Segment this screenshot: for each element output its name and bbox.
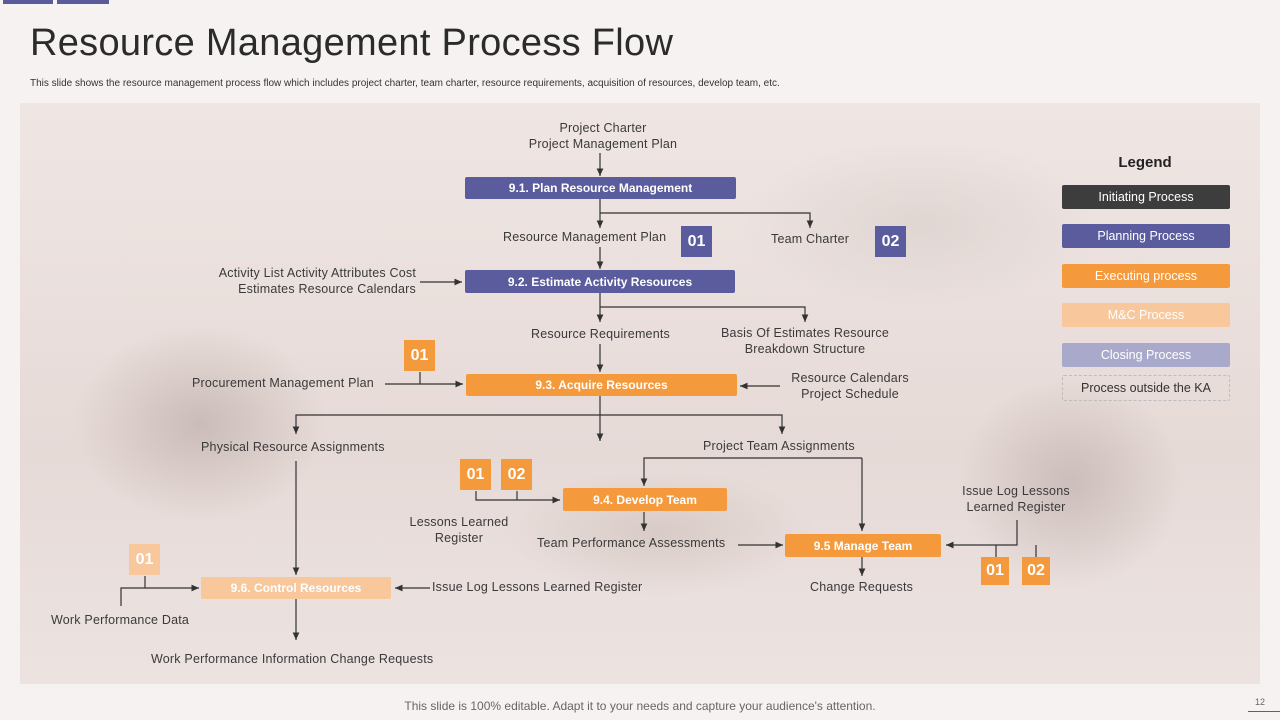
badge-control-01: 01: [129, 544, 160, 575]
output-resource-management-plan: Resource Management Plan: [503, 230, 667, 244]
connector: [640, 457, 862, 486]
badge-acquire-01: 01: [404, 340, 435, 371]
badge-develop-01: 01: [460, 459, 491, 490]
label-line: Learned Register: [966, 500, 1066, 514]
label-line: Lessons Learned: [409, 515, 509, 529]
legend-title: Legend: [1118, 154, 1172, 171]
input-procurement-management-plan: Procurement Management Plan: [192, 376, 374, 390]
connector: [600, 212, 814, 228]
legend-executing-process: Executing process: [1062, 264, 1230, 288]
badge-plan-02: 02: [875, 226, 906, 257]
output-team-performance-assessments: Team Performance Assessments: [537, 536, 726, 550]
badge-develop-02: 02: [501, 459, 532, 490]
process-manage-team[interactable]: 9.5 Manage Team: [785, 534, 941, 557]
process-control-resources[interactable]: 9.6. Control Resources: [201, 577, 391, 599]
label-line: Breakdown Structure: [744, 342, 866, 356]
label-line: Project Charter: [559, 121, 647, 135]
connector: [600, 306, 809, 322]
page-number: 12: [1255, 697, 1266, 707]
input-activity-list: Activity List Activity Attributes Cost E…: [190, 265, 416, 297]
connector: [120, 584, 199, 606]
output-work-performance-information: Work Performance Information Change Requ…: [151, 652, 434, 666]
process-develop-team[interactable]: 9.4. Develop Team: [563, 488, 727, 511]
legend-process-outside-ka: Process outside the KA: [1062, 375, 1230, 401]
legend-initiating-process: Initiating Process: [1062, 185, 1230, 209]
process-plan-resource-management[interactable]: 9.1. Plan Resource Management: [465, 177, 736, 199]
connector: [946, 520, 1018, 549]
badge-manage-02: 02: [1022, 557, 1050, 585]
footer-note: This slide is 100% editable. Adapt it to…: [404, 699, 876, 713]
input-project-charter: Project Charter Project Management Plan: [503, 120, 703, 152]
label-line: Project Schedule: [801, 387, 899, 401]
input-issue-log-mid: Issue Log Lessons Learned Register: [432, 580, 643, 594]
badge-manage-01: 01: [981, 557, 1009, 585]
input-work-performance-data: Work Performance Data: [51, 613, 190, 627]
legend-mc-process: M&C Process: [1062, 303, 1230, 327]
badge-plan-01: 01: [681, 226, 712, 257]
output-project-team-assignments: Project Team Assignments: [703, 439, 855, 453]
connector: [475, 491, 560, 504]
top-tab-mark: [3, 0, 53, 4]
label-line: Issue Log Lessons: [962, 484, 1070, 498]
label-line: Register: [434, 531, 484, 545]
label-line: Project Management Plan: [528, 137, 678, 151]
top-tab-mark: [57, 0, 109, 4]
label-line: Resource Calendars: [791, 371, 909, 385]
input-resource-calendars: Resource Calendars Project Schedule: [782, 370, 918, 402]
label-line: Activity List Activity Attributes Cost: [218, 266, 416, 280]
output-basis-of-estimates: Basis Of Estimates Resource Breakdown St…: [700, 325, 910, 357]
page-number-underline: [1248, 711, 1280, 712]
output-physical-resource-assignments: Physical Resource Assignments: [201, 440, 385, 454]
slide-title: Resource Management Process Flow: [30, 22, 674, 64]
slide-subtitle: This slide shows the resource management…: [30, 78, 780, 89]
label-line: Estimates Resource Calendars: [238, 282, 416, 296]
input-issue-log-top: Issue Log Lessons Learned Register: [951, 483, 1081, 515]
output-resource-requirements: Resource Requirements: [531, 327, 670, 341]
legend-planning-process: Planning Process: [1062, 224, 1230, 248]
connector: [995, 545, 1037, 557]
connector: [600, 414, 786, 434]
output-change-requests: Change Requests: [810, 580, 914, 594]
output-team-charter: Team Charter: [771, 232, 850, 246]
label-line: Basis Of Estimates Resource: [721, 326, 889, 340]
input-lessons-learned-register: Lessons Learned Register: [400, 514, 518, 546]
process-acquire-resources[interactable]: 9.3. Acquire Resources: [466, 374, 737, 396]
legend-closing-process: Closing Process: [1062, 343, 1230, 367]
process-estimate-activity-resources[interactable]: 9.2. Estimate Activity Resources: [465, 270, 735, 293]
connector: [292, 414, 600, 434]
